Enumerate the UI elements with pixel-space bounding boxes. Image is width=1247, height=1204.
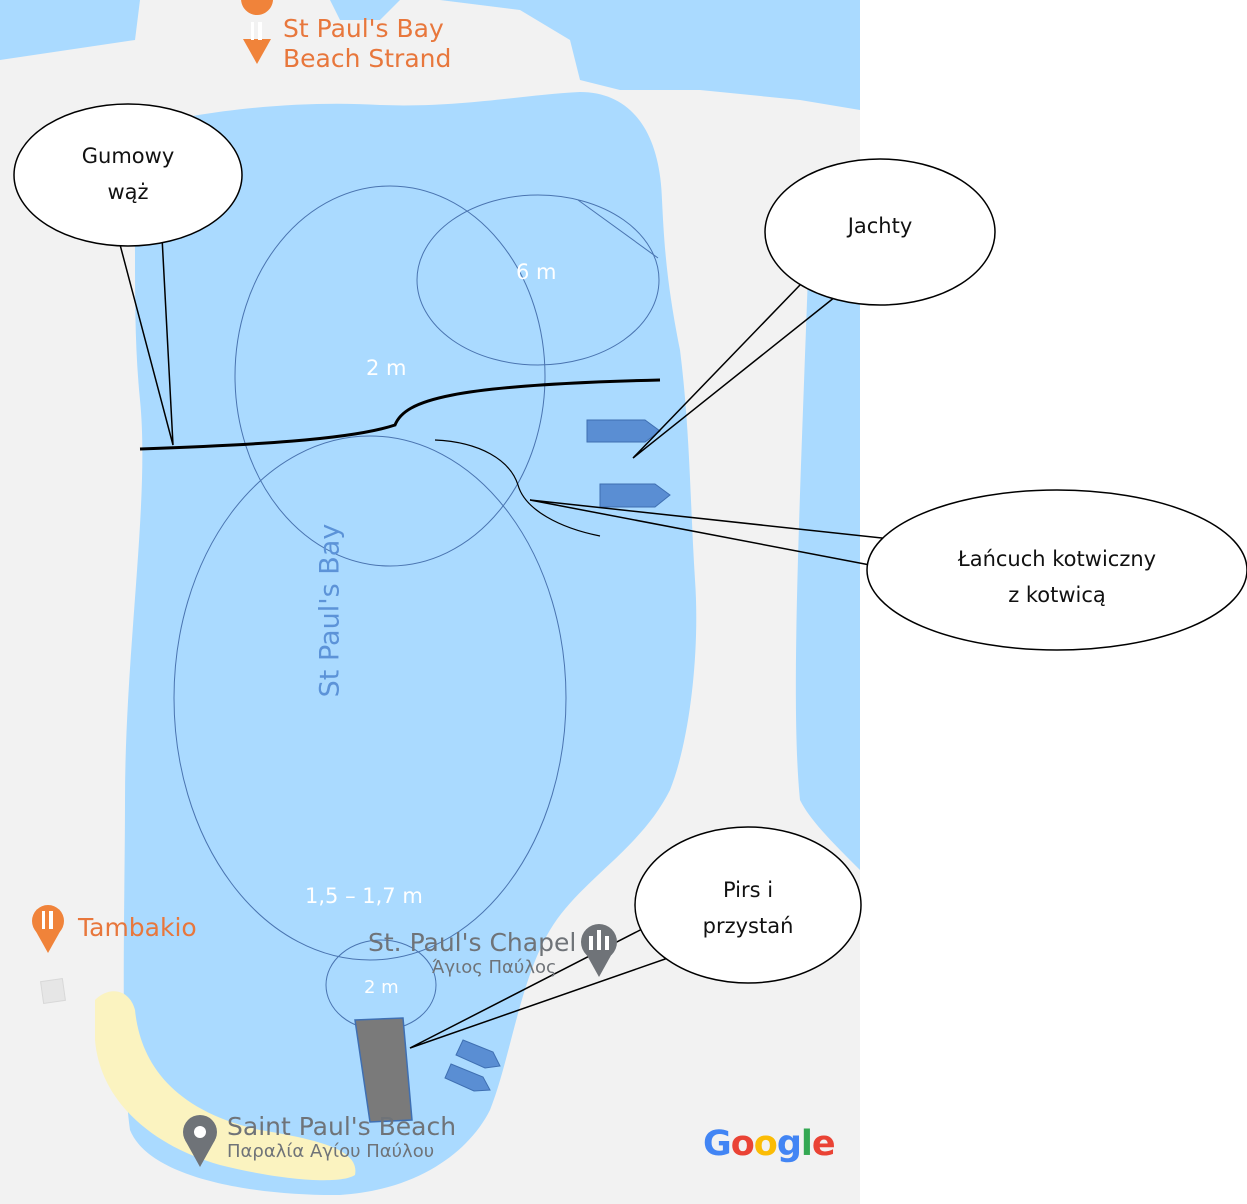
google-logo: Google — [703, 1124, 836, 1164]
water-right-channel — [795, 220, 860, 870]
callout-pier-pointer — [409, 925, 669, 1049]
poi-beach-line2: Παραλία Αγίου Παύλου — [227, 1141, 435, 1162]
poi-chapel-line2: Άγιος Παύλος — [432, 957, 557, 978]
callout-pier-line1: Pirs i — [722, 878, 774, 902]
restaurant-pin-icon[interactable] — [241, 0, 273, 64]
depth-label-shallow: 1,5 – 1,7 m — [305, 884, 423, 908]
depth-contour-outer — [173, 435, 567, 961]
google-logo-letter: G — [703, 1124, 732, 1164]
callout-anchor-text: Łańcuch kotwiczny z kotwicą — [907, 541, 1207, 613]
depth-label-6m: 6 m — [516, 260, 557, 284]
poi-beach-line1: Saint Paul's Beach — [227, 1112, 457, 1141]
location-pin-icon[interactable] — [183, 1115, 217, 1167]
callout-yachts-bubble — [764, 158, 996, 306]
poi-chapel-line1: St. Paul's Chapel — [368, 928, 577, 957]
building-square — [40, 978, 66, 1004]
poi-chapel[interactable]: St. Paul's Chapel Άγιος Παύλος — [368, 928, 576, 978]
water-top-left — [0, 0, 140, 60]
callout-pier-line2: przystań — [702, 914, 794, 938]
google-logo-letter: o — [730, 1124, 755, 1164]
callout-pier-text: Pirs i przystań — [668, 872, 828, 944]
callout-yachts-line1: Jachty — [847, 214, 913, 238]
callout-anchor-bubble — [866, 489, 1247, 651]
callout-hose-line2: wąż — [107, 180, 149, 204]
contour-line — [577, 199, 659, 259]
callout-yachts-pointer — [632, 284, 836, 459]
boat-1 — [455, 1039, 501, 1069]
yacht-2 — [599, 483, 671, 508]
pier — [354, 1017, 413, 1123]
poi-tambakio[interactable]: Tambakio — [78, 913, 197, 943]
rubber-hose-line — [139, 378, 661, 451]
bay-water — [123, 92, 697, 1196]
callout-hose-pointer — [117, 236, 174, 446]
restaurant-pin-icon[interactable] — [32, 905, 64, 953]
google-logo-letter: e — [811, 1124, 836, 1164]
google-logo-letter: l — [800, 1124, 813, 1164]
depth-label-2m: 2 m — [366, 356, 407, 380]
callout-anchor-pointer — [529, 499, 901, 566]
callout-anchor-line1: Łańcuch kotwiczny — [957, 547, 1157, 571]
callout-hose-bubble — [13, 103, 243, 247]
church-pin-icon[interactable] — [581, 924, 617, 977]
poi-beach-strand[interactable]: St Paul's Bay Beach Strand — [283, 14, 451, 74]
depth-contour-2m — [234, 185, 546, 567]
callout-yachts-text: Jachty — [800, 208, 960, 244]
boat-2 — [444, 1063, 491, 1092]
google-logo-letter: o — [753, 1124, 778, 1164]
depth-contour-6m — [416, 194, 660, 366]
callout-pier-bubble — [634, 826, 862, 984]
poi-beach-strand-line2: Beach Strand — [283, 44, 452, 73]
poi-tambakio-label: Tambakio — [78, 913, 197, 942]
beach-area — [95, 991, 356, 1181]
callout-hose-text: Gumowy wąż — [48, 138, 208, 210]
depth-label-pier: 2 m — [364, 977, 399, 998]
callout-anchor-line2: z kotwicą — [1008, 583, 1106, 607]
google-logo-letter: g — [776, 1124, 802, 1164]
yacht-1 — [586, 419, 661, 443]
poi-saint-pauls-beach[interactable]: Saint Paul's Beach Παραλία Αγίου Παύλου — [227, 1112, 456, 1162]
poi-beach-strand-line1: St Paul's Bay — [283, 14, 444, 43]
anchor-chain-line — [434, 439, 601, 537]
water-top-right — [440, 0, 860, 110]
bay-name-label: St Paul's Bay — [314, 523, 346, 698]
water-top-mid — [330, 0, 400, 20]
callout-hose-line1: Gumowy — [81, 144, 175, 168]
